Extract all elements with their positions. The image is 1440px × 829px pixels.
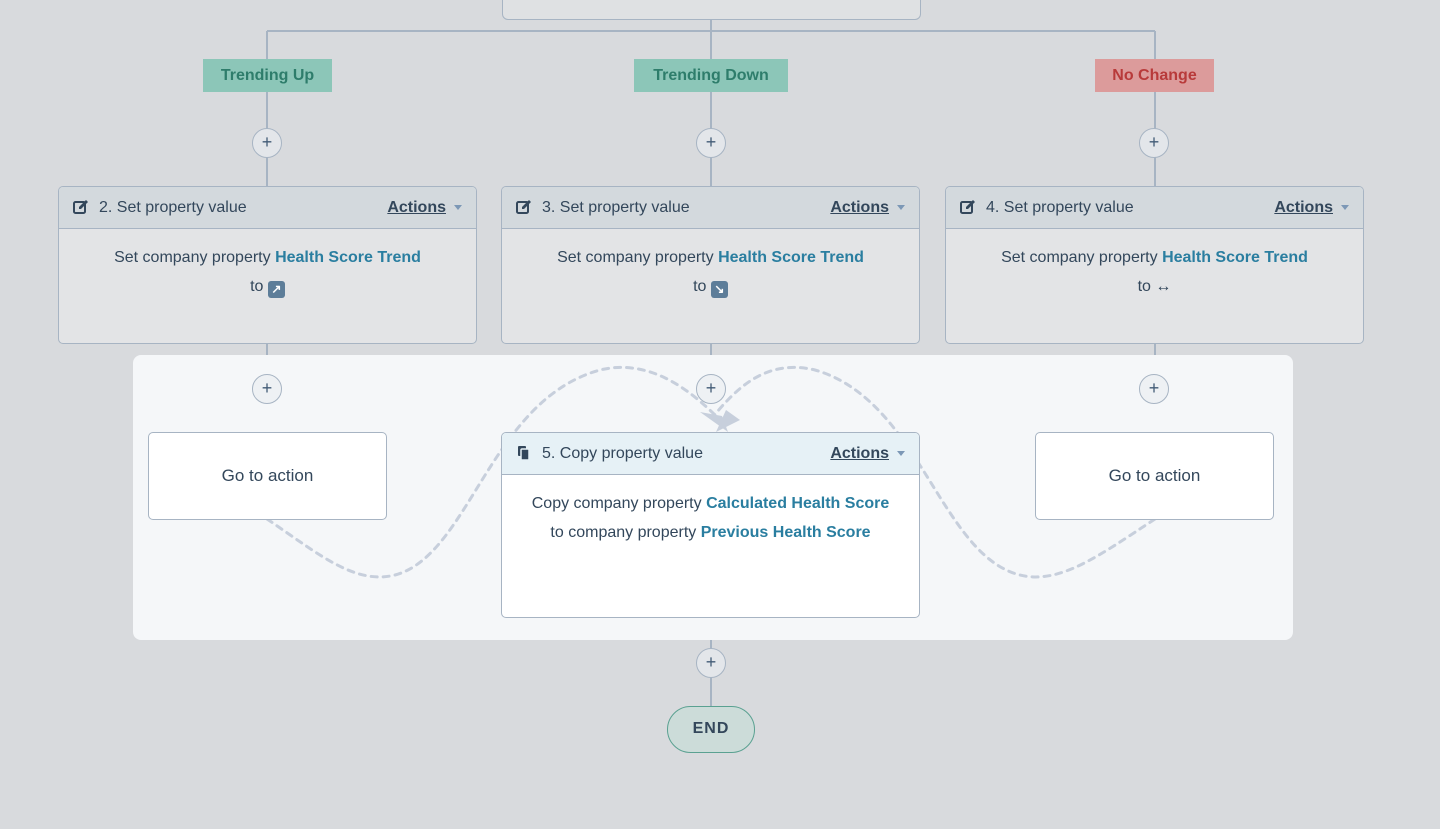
actions-dropdown[interactable]: Actions [387,199,462,217]
action-card-set-property-2[interactable]: 2. Set property value Actions Set compan… [58,186,477,344]
arrow-down-right-icon: ↘ [710,281,728,298]
card-title: 4. Set property value [986,198,1134,216]
edit-icon [516,199,534,217]
card-header: 3. Set property value Actions [502,187,919,229]
card-body: Set company property Health Score Trend … [946,229,1363,315]
card-header: 4. Set property value Actions [946,187,1363,229]
card-body: Set company property Health Score Trend … [502,229,919,315]
body-prefix: Set company property [1001,249,1158,266]
body-prefix: Set company property [114,249,271,266]
card-body: Copy company property Calculated Health … [502,475,919,561]
arrow-up-right-icon: ↗ [267,281,285,298]
card-body: Set company property Health Score Trend … [59,229,476,315]
to-text: to [250,278,264,295]
branch-label-trending-down: Trending Down [634,59,788,92]
copy-icon [516,445,534,463]
property-link[interactable]: Health Score Trend [1162,249,1308,266]
actions-dropdown[interactable]: Actions [830,445,905,463]
caret-down-icon[interactable] [897,451,905,456]
source-property-link[interactable]: Calculated Health Score [706,495,890,512]
to-text: to [693,278,707,295]
left-right-arrow-icon: ↔ [1155,278,1172,295]
add-action-button[interactable]: + [1139,374,1169,404]
add-action-button[interactable]: + [696,128,726,158]
property-link[interactable]: Health Score Trend [275,249,421,266]
go-to-action-card[interactable]: Go to action [1035,432,1274,520]
body-prefix: Set company property [557,249,714,266]
edit-icon [960,199,978,217]
previous-branch-card[interactable] [502,0,921,20]
go-to-action-card[interactable]: Go to action [148,432,387,520]
add-action-button[interactable]: + [696,648,726,678]
actions-label[interactable]: Actions [1274,198,1333,216]
action-card-set-property-4[interactable]: 4. Set property value Actions Set compan… [945,186,1364,344]
actions-label[interactable]: Actions [387,198,446,216]
card-title: 2. Set property value [99,198,247,216]
actions-label[interactable]: Actions [830,198,889,216]
card-header: 2. Set property value Actions [59,187,476,229]
actions-label[interactable]: Actions [830,444,889,462]
add-action-button[interactable]: + [1139,128,1169,158]
action-card-set-property-3[interactable]: 3. Set property value Actions Set compan… [501,186,920,344]
caret-down-icon[interactable] [454,205,462,210]
branch-label-no-change: No Change [1095,59,1214,92]
action-card-copy-property-5[interactable]: 5. Copy property value Actions Copy comp… [501,432,920,618]
actions-dropdown[interactable]: Actions [1274,199,1349,217]
add-action-button[interactable]: + [252,128,282,158]
card-title: 3. Set property value [542,198,690,216]
caret-down-icon[interactable] [1341,205,1349,210]
add-action-button[interactable]: + [696,374,726,404]
middle-text: to company property [550,524,697,541]
card-title: 5. Copy property value [542,444,703,462]
target-property-link[interactable]: Previous Health Score [700,524,871,541]
actions-dropdown[interactable]: Actions [830,199,905,217]
caret-down-icon[interactable] [897,205,905,210]
card-header: 5. Copy property value Actions [502,433,919,475]
to-text: to [1137,278,1151,295]
add-action-button[interactable]: + [252,374,282,404]
body-prefix: Copy company property [531,495,702,512]
branch-label-trending-up: Trending Up [203,59,332,92]
edit-icon [73,199,91,217]
end-node: END [667,706,755,753]
property-link[interactable]: Health Score Trend [718,249,864,266]
